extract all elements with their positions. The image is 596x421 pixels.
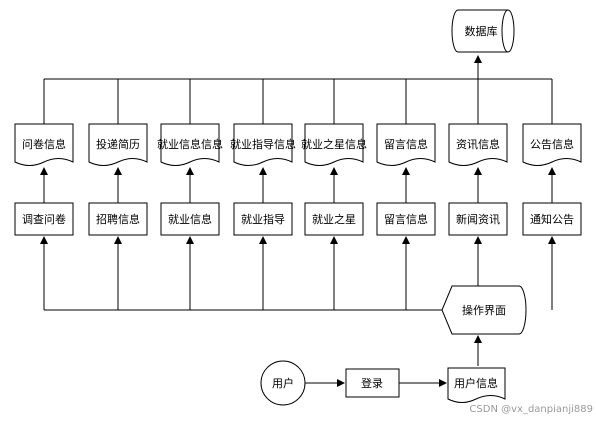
module-label: 调查问卷 — [22, 212, 66, 226]
module-label: 就业信息 — [168, 212, 212, 226]
document-label: 公告信息 — [530, 137, 574, 151]
document-node: 投递简历 — [88, 123, 148, 166]
module-label: 就业之星 — [312, 212, 356, 226]
document-label: 投递简历 — [96, 137, 140, 151]
database-label: 数据库 — [465, 24, 498, 38]
module-label: 招聘信息 — [96, 212, 140, 226]
document-node: 问卷信息 — [14, 123, 74, 166]
document-label: 就业指导信息 — [230, 137, 296, 151]
user-info-label: 用户信息 — [454, 376, 498, 390]
module-label: 通知公告 — [530, 212, 574, 226]
module-node: 招聘信息 — [88, 202, 148, 236]
module-node: 调查问卷 — [14, 202, 74, 236]
module-node: 新闻资讯 — [448, 202, 508, 236]
module-node: 就业之星 — [304, 202, 364, 236]
document-node: 公告信息 — [522, 123, 582, 166]
module-node: 通知公告 — [522, 202, 582, 236]
document-node: 资讯信息 — [448, 123, 508, 166]
module-label: 新闻资讯 — [456, 212, 500, 226]
module-node: 就业指导 — [233, 202, 293, 236]
module-node: 就业信息 — [160, 202, 220, 236]
document-label: 就业之星信息 — [301, 137, 367, 151]
operation-interface-node: 操作界面 — [441, 285, 527, 335]
document-row: 问卷信息 投递简历 就业信息信息就业指导信息就业之星信息 留言信息 资讯信息 公告信息 — [14, 79, 582, 203]
document-node: 留言信息 — [376, 123, 436, 166]
module-row: 调查问卷 招聘信息 就业信息 就业指导 就业之星 留言信息 新闻资讯 通知公告 — [14, 202, 582, 310]
document-node: 就业之星信息 — [301, 123, 367, 166]
document-node: 就业信息信息 — [157, 123, 223, 166]
document-label: 就业信息信息 — [157, 137, 223, 151]
watermark: CSDN @vx_danpianji889 — [469, 404, 593, 415]
user-node: 用户 — [260, 360, 306, 406]
module-label: 就业指导 — [241, 212, 285, 226]
document-label: 问卷信息 — [22, 137, 66, 151]
login-node: 登录 — [345, 368, 400, 398]
user-label: 用户 — [272, 376, 294, 390]
operation-interface-label: 操作界面 — [462, 303, 506, 317]
module-label: 留言信息 — [384, 212, 428, 226]
database-node: 数据库 — [451, 9, 515, 53]
document-label: 留言信息 — [384, 137, 428, 151]
user-info-node: 用户信息 — [447, 367, 506, 403]
document-node: 就业指导信息 — [230, 123, 296, 166]
login-label: 登录 — [361, 376, 383, 390]
document-label: 资讯信息 — [456, 137, 500, 151]
module-node: 留言信息 — [376, 202, 436, 236]
